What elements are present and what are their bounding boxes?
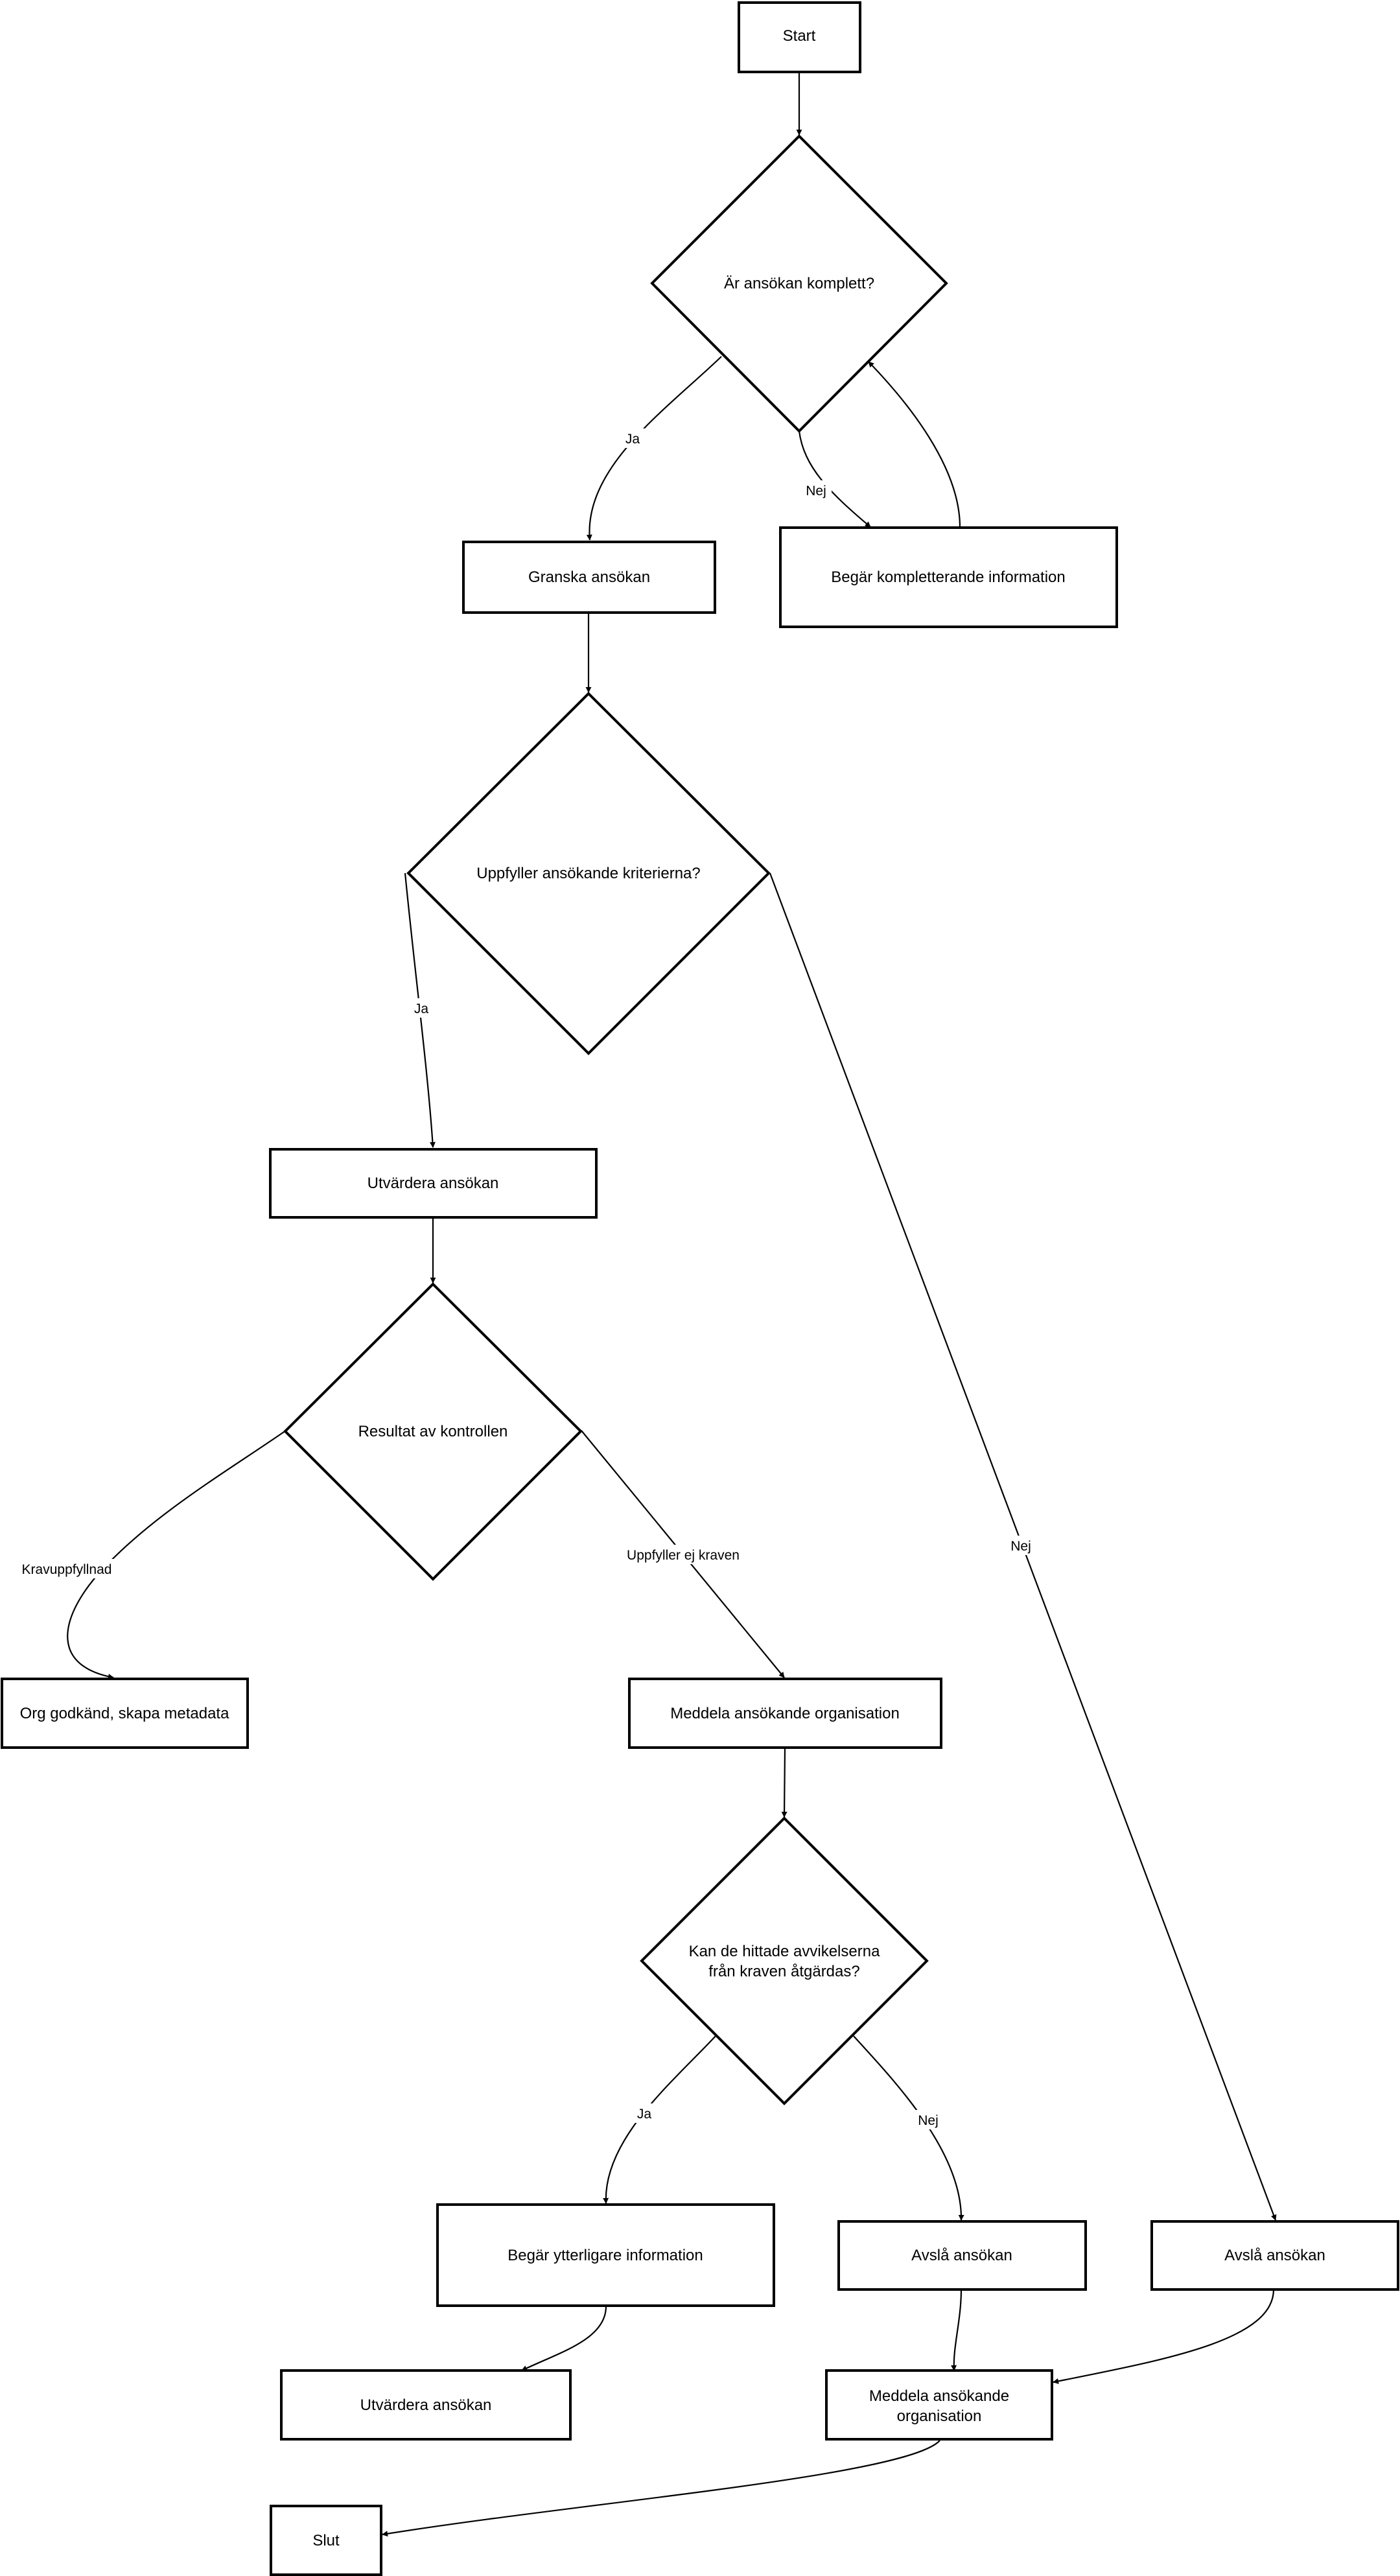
svg-text:Uppfyller ej kraven: Uppfyller ej kraven (627, 1548, 740, 1563)
label-complete-yes: Ja (620, 428, 646, 448)
svg-text:Begär ytterligare information: Begär ytterligare information (508, 2247, 703, 2264)
edge-fixable-no (853, 2035, 964, 2221)
svg-text:Uppfyller ansökande kriteriern: Uppfyller ansökande kriterierna? (476, 865, 701, 882)
node-org-approved[interactable]: Org godkänd, skapa metadata (1, 1678, 249, 1749)
svg-text:Slut: Slut (312, 2532, 340, 2549)
svg-text:Utvärdera ansökan: Utvärdera ansökan (360, 2396, 492, 2414)
edge-complete-no (798, 430, 871, 528)
svg-text:Avslå ansökan: Avslå ansökan (1224, 2247, 1325, 2264)
decision-deviations-fixable[interactable]: Kan de hittade avvikelserna från kraven … (640, 1816, 929, 2105)
svg-text:Nej: Nej (806, 484, 826, 498)
node-start[interactable]: Start (738, 1, 861, 73)
decision-check-result[interactable]: Resultat av kontrollen (283, 1282, 583, 1581)
svg-text:Begär kompletterande informati: Begär kompletterande information (831, 568, 1066, 586)
edge-reject1-to-notify2 (951, 2289, 962, 2371)
edge-request-info-back (868, 361, 961, 528)
node-notify-applicant-org[interactable]: Meddela ansökande organisation (628, 1678, 942, 1749)
svg-text:Org godkänd, skapa metadata: Org godkänd, skapa metadata (20, 1705, 230, 1722)
edge-labels: Ja Nej Ja Nej Kravuppfyllnad Uppfyller e… (16, 428, 1036, 2129)
decision-meets-criteria[interactable]: Uppfyller ansökande kriterierna? (406, 692, 771, 1055)
svg-text:Avslå ansökan: Avslå ansökan (911, 2247, 1012, 2264)
decision-application-complete[interactable]: Är ansökan komplett? (650, 134, 948, 433)
label-result-pass: Kravuppfyllnad (16, 1559, 118, 1578)
label-criteria-yes: Ja (408, 998, 434, 1018)
node-reject-application-1[interactable]: Avslå ansökan (837, 2220, 1087, 2291)
label-fixable-yes: Ja (631, 2103, 657, 2123)
label-fixable-no: Nej (913, 2110, 944, 2129)
node-review-application[interactable]: Granska ansökan (462, 541, 716, 614)
svg-text:Meddela ansökande: Meddela ansökande (869, 2387, 1009, 2405)
svg-text:Ja: Ja (637, 2107, 652, 2122)
svg-text:Utvärdera ansökan: Utvärdera ansökan (368, 1175, 499, 1192)
edge-criteria-yes (404, 872, 436, 1148)
edge-complete-yes (586, 356, 722, 541)
svg-text:Nej: Nej (1010, 1539, 1031, 1554)
label-result-fail: Uppfyller ej kraven (620, 1545, 747, 1564)
svg-text:från kraven åtgärdas?: från kraven åtgärdas? (708, 1963, 859, 1980)
node-evaluate-application[interactable]: Utvärdera ansökan (269, 1148, 598, 1219)
svg-text:Kan de hittade avvikelserna: Kan de hittade avvikelserna (689, 1943, 881, 1960)
edge-reject2-to-notify2 (1053, 2289, 1275, 2384)
edge-request-more-to-evaluate (521, 2306, 607, 2371)
label-complete-no: Nej (800, 480, 832, 500)
svg-text:Granska ansökan: Granska ansökan (528, 568, 650, 586)
svg-text:Ja: Ja (414, 1001, 429, 1016)
svg-text:Kravuppfyllnad: Kravuppfyllnad (22, 1562, 112, 1577)
node-evaluate-application-2[interactable]: Utvärdera ansökan (280, 2369, 572, 2441)
node-notify-applicant-org-2[interactable]: Meddela ansökande organisation (825, 2369, 1053, 2441)
svg-text:Nej: Nej (918, 2113, 939, 2128)
svg-text:Resultat av kontrollen: Resultat av kontrollen (358, 1423, 508, 1440)
svg-text:Start: Start (783, 27, 816, 45)
edge-fixable-yes (603, 2035, 716, 2204)
node-reject-application-2[interactable]: Avslå ansökan (1150, 2220, 1399, 2291)
edge-result-pass (67, 1430, 286, 1680)
edge-notify2-to-end (382, 2440, 940, 2537)
svg-text:Är ansökan komplett?: Är ansökan komplett? (724, 275, 874, 292)
svg-text:Meddela ansökande organisation: Meddela ansökande organisation (670, 1705, 900, 1722)
svg-text:Ja: Ja (625, 432, 640, 447)
node-request-more-info[interactable]: Begär ytterligare information (436, 2203, 775, 2307)
edge-notify-to-fixable (781, 1748, 788, 1818)
node-end[interactable]: Slut (270, 2505, 382, 2576)
label-criteria-no: Nej (1005, 1536, 1036, 1555)
edges (67, 73, 1277, 2537)
node-request-supplementary-info[interactable]: Begär kompletterande information (779, 526, 1118, 628)
svg-text:organisation: organisation (897, 2407, 982, 2425)
